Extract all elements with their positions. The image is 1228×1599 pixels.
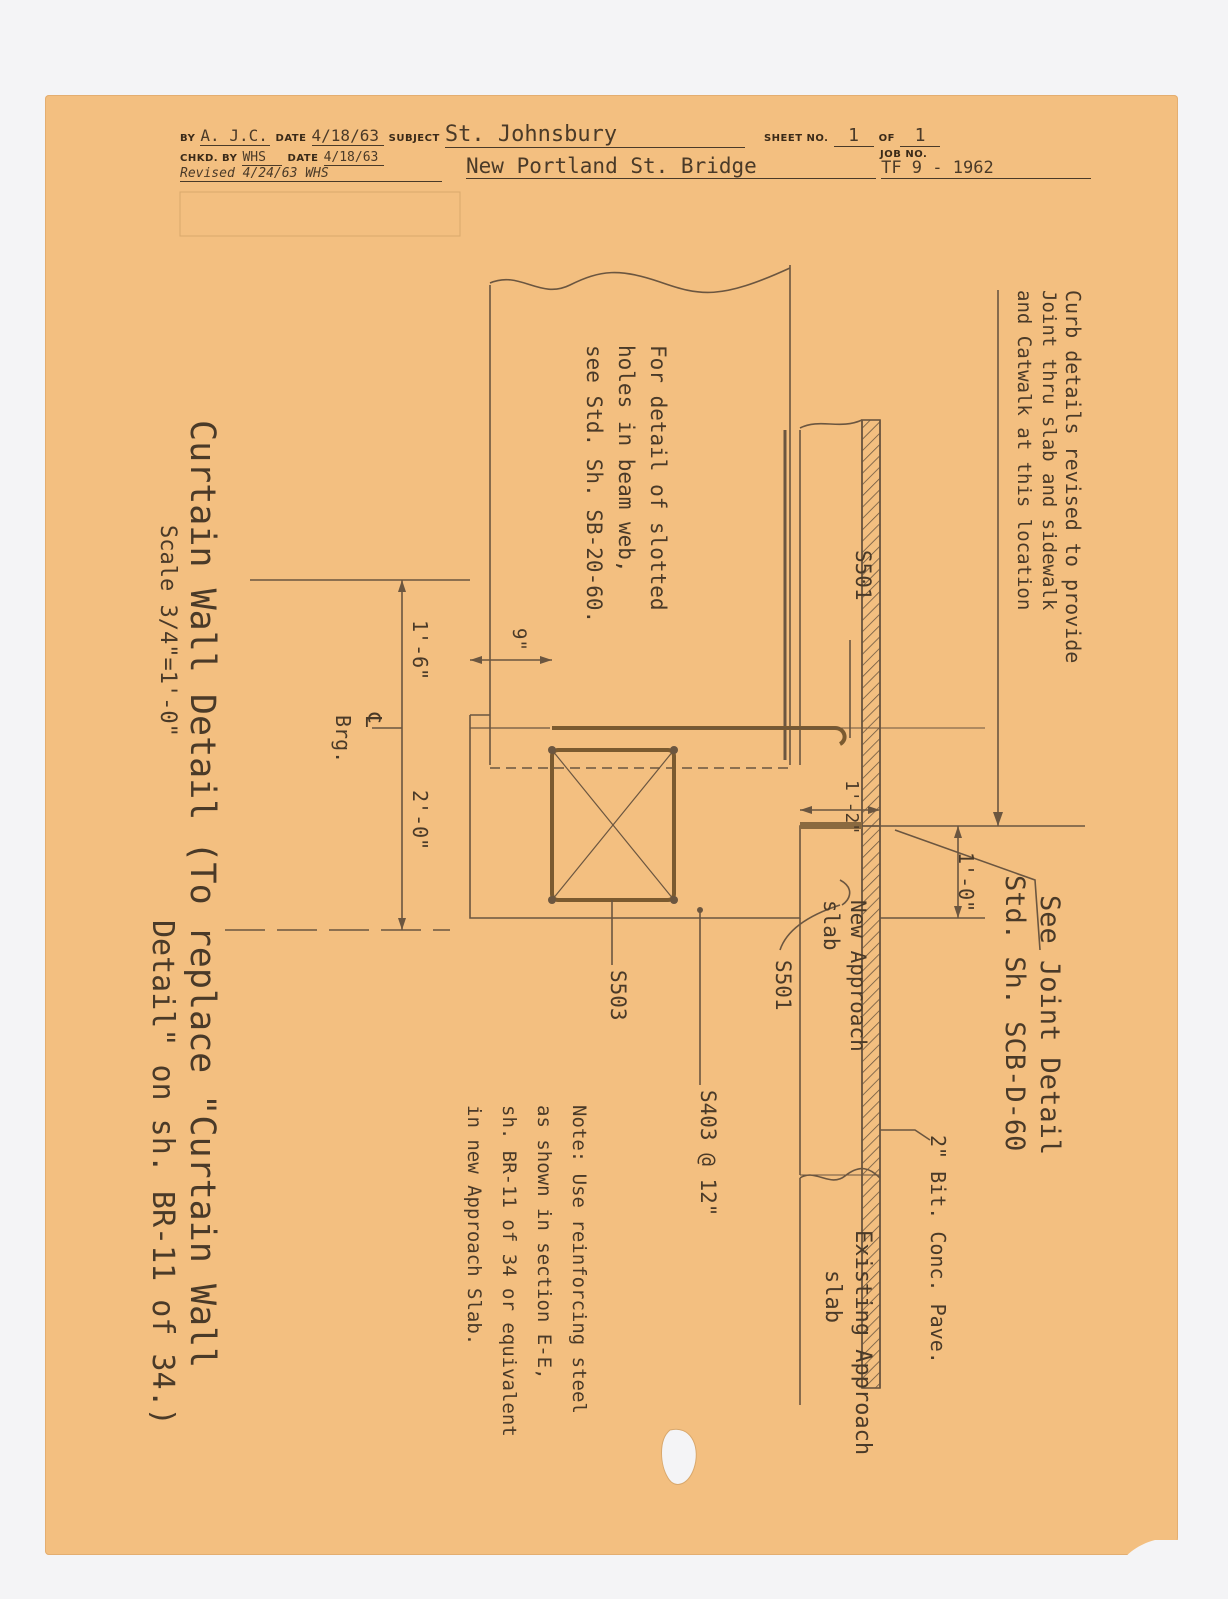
note-line-4: in new Approach Slab. xyxy=(463,1105,485,1346)
chkd-value: WHS xyxy=(242,150,283,166)
revised-text: Revised 4/24/63 WHS xyxy=(180,166,442,182)
chkd-date-value: 4/18/63 xyxy=(323,150,384,166)
job-value: TF 9 - 1962 xyxy=(881,158,1092,179)
dimension-2-0: 2'-0" xyxy=(408,790,432,851)
project-value: New Portland St. Bridge xyxy=(466,154,876,179)
chkd-label: CHKD. BY xyxy=(180,153,238,164)
curb-note-line-3: and Catwalk at this location xyxy=(1013,290,1035,611)
of-value: 1 xyxy=(900,125,941,147)
bar-label-s501-top: S501 xyxy=(851,550,875,601)
torn-hole xyxy=(661,1428,697,1485)
joint-detail-line-1: See Joint Detail xyxy=(1034,895,1065,1156)
note-line-2: as shown in section E-E, xyxy=(533,1105,555,1380)
note-line-3: sh. BR-11 of 34 or equivalent xyxy=(498,1105,520,1437)
dimension-1-2: 1'-2" xyxy=(841,780,862,835)
by-label: BY xyxy=(180,133,196,144)
bearing-label: Brg. xyxy=(331,715,355,764)
curb-note-line-2: Joint thru slab and sidewalk xyxy=(1038,290,1060,611)
drawing-sheet xyxy=(45,95,1178,1555)
beam-break-line xyxy=(489,267,791,294)
subject-value: St. Johnsbury xyxy=(444,122,745,148)
slotted-note-line-2: holes in beam web, xyxy=(614,345,638,573)
new-slab-line-1: New Approach xyxy=(846,900,870,1052)
bar-label-s501-bottom: S501 xyxy=(771,960,795,1011)
torn-corner xyxy=(1115,1540,1178,1575)
existing-slab-line-2: slab xyxy=(820,1270,845,1323)
subject-label: SUBJECT xyxy=(388,133,440,144)
drawing-title-line-1: Curtain Wall Detail (To replace "Curtain… xyxy=(182,420,222,1369)
title-block: BY A. J.C. DATE 4/18/63 SUBJECT St. John… xyxy=(180,118,1100,188)
slotted-note-line-1: For detail of slotted xyxy=(646,345,670,611)
joint-detail-line-2: Std. Sh. SCB-D-60 xyxy=(999,875,1030,1152)
sheet-no-label: SHEET NO. xyxy=(763,133,829,144)
of-label: OF xyxy=(878,133,895,144)
scale-note: Scale 3/4"=1'-0" xyxy=(155,525,180,737)
slotted-note-line-3: see Std. Sh. SB-20-60. xyxy=(582,345,606,624)
drawing-title-line-2: Detail" on sh. BR-11 of 34.) xyxy=(145,920,180,1426)
dimension-1-6: 1'-6" xyxy=(408,620,432,681)
dimension-1-0: 1'-0" xyxy=(954,852,978,913)
new-slab-line-2: slab xyxy=(819,900,843,951)
pavement-label: 2" Bit. Conc. Pave. xyxy=(926,1135,950,1364)
date-value: 4/18/63 xyxy=(311,126,384,146)
centerline-symbol: ℄ xyxy=(360,713,385,728)
s503-stirrup xyxy=(550,748,676,902)
date-label: DATE xyxy=(275,133,307,144)
chkd-date-label: DATE xyxy=(287,153,319,164)
dimension-9: 9" xyxy=(508,628,530,651)
job-no-label: JOB NO. xyxy=(880,149,928,160)
existing-slab-line-1: Existing Approach xyxy=(850,1230,875,1456)
bar-label-s503: S503 xyxy=(606,970,630,1021)
bar-label-s403: S403 @ 12" xyxy=(696,1090,720,1217)
curb-note-line-1: Curb details revised to provide xyxy=(1061,290,1085,664)
sheet-no-value: 1 xyxy=(833,125,874,147)
by-value: A. J.C. xyxy=(200,126,271,146)
note-line-1: Note: Use reinforcing steel xyxy=(568,1105,590,1414)
